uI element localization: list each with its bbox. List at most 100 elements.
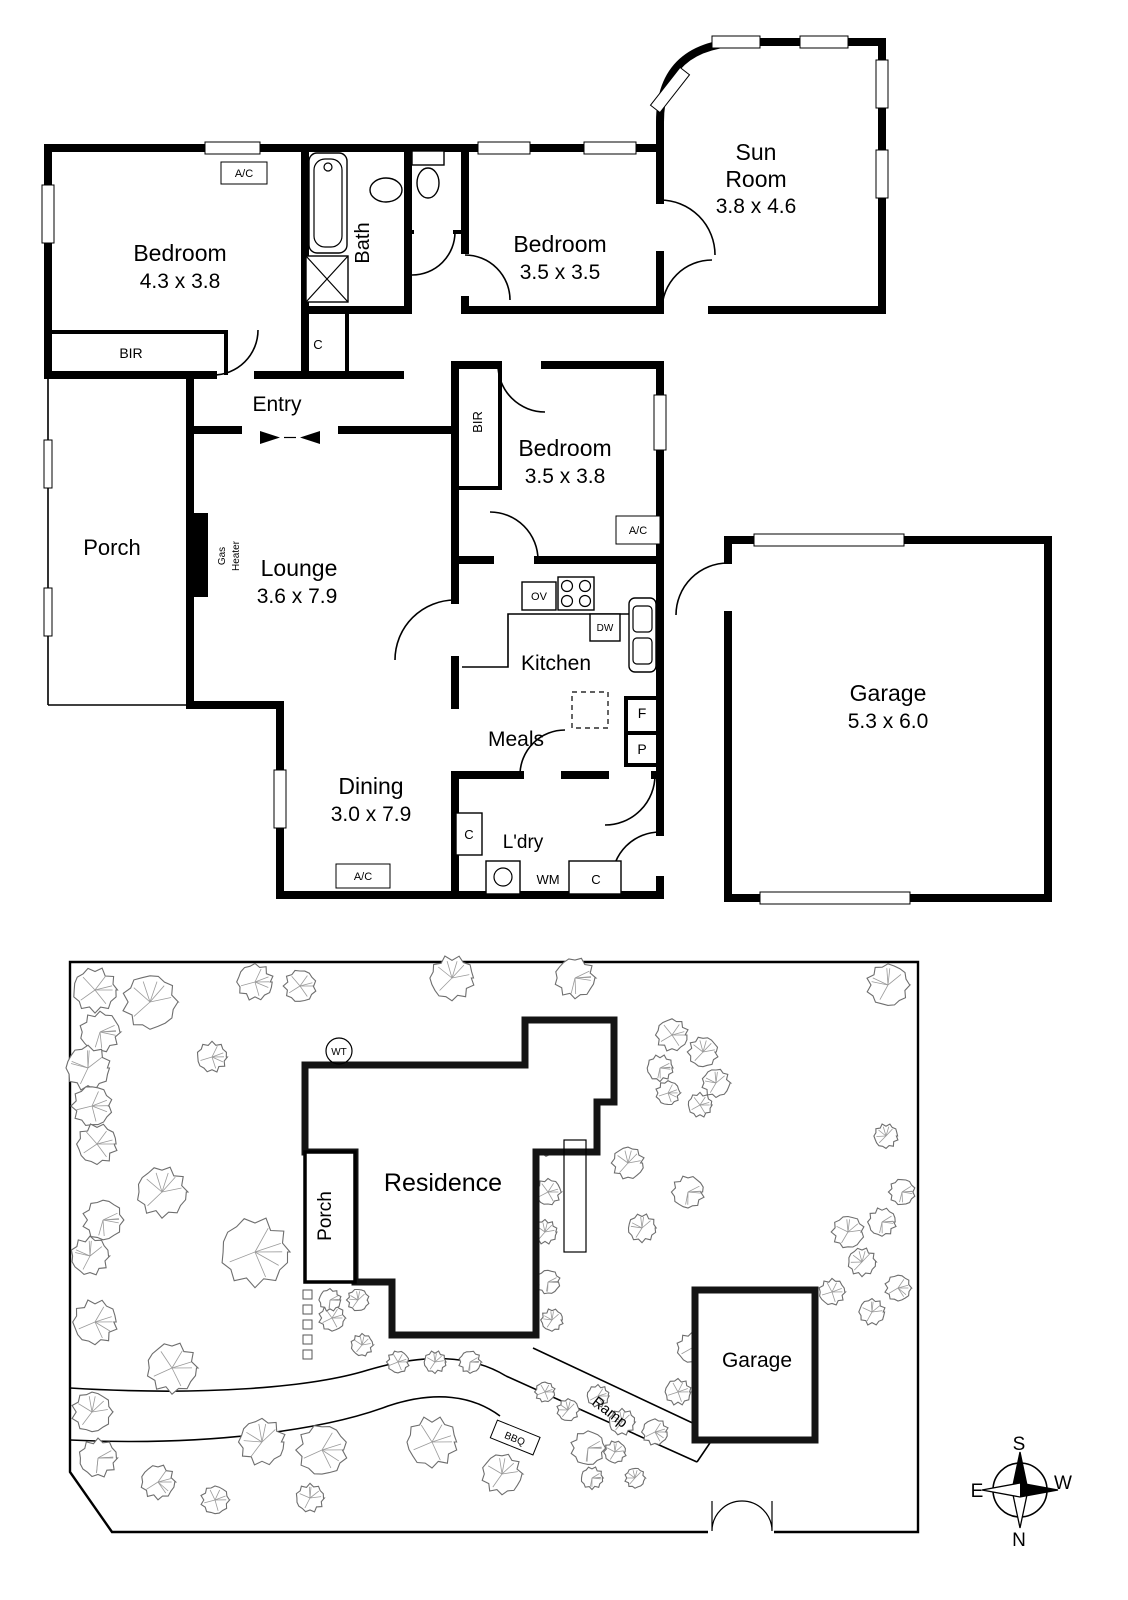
tree-branch xyxy=(501,1458,506,1475)
bir2-label: BIR xyxy=(470,411,485,433)
tree-branch xyxy=(677,1391,682,1402)
garage-site-outline xyxy=(691,1286,819,1444)
tree-branch xyxy=(888,1287,899,1294)
tree-branch xyxy=(80,989,96,1001)
closet-bath-label: C xyxy=(313,337,322,352)
laundry-closet-box xyxy=(455,812,483,856)
tree-branch xyxy=(434,1353,437,1363)
tree-branch xyxy=(254,981,269,988)
tree-branch xyxy=(171,1367,182,1387)
tree-branch xyxy=(309,1486,312,1499)
tree-branch xyxy=(621,1411,625,1423)
tree-branch xyxy=(146,1481,159,1490)
tree-branch xyxy=(544,1229,555,1233)
tree-branch xyxy=(551,1313,559,1321)
stepping-stone xyxy=(302,1304,313,1315)
tree-branch xyxy=(858,1251,863,1263)
tree-branch xyxy=(157,1481,167,1494)
tree-branch xyxy=(629,1477,636,1485)
tree-branch xyxy=(565,1401,569,1411)
tree-branch xyxy=(878,1135,887,1144)
tree-branch xyxy=(157,1470,167,1483)
tree-branch xyxy=(146,1178,163,1193)
tree-branch xyxy=(587,1440,600,1449)
tree-branch xyxy=(211,1056,217,1069)
tree-branch xyxy=(677,1382,684,1393)
tree-branch xyxy=(254,976,269,983)
tree-branch xyxy=(361,1336,365,1346)
tree-branch xyxy=(879,1221,883,1233)
closet-laundry2-label: C xyxy=(591,872,600,887)
tree-branch xyxy=(631,1222,643,1229)
tree-branch xyxy=(704,1080,717,1084)
tree-branch xyxy=(413,1441,433,1451)
tree-icon xyxy=(701,1068,733,1099)
tree-branch xyxy=(350,1295,359,1301)
sunroom-label-1: Sun xyxy=(736,139,777,165)
tree-branch xyxy=(699,1040,704,1053)
tree-branch xyxy=(94,985,113,991)
door-arcs xyxy=(212,199,729,881)
tree-branch xyxy=(261,1429,276,1443)
tree-branch xyxy=(852,1254,863,1263)
tree-branch xyxy=(613,1415,623,1423)
tree-branch xyxy=(87,1050,89,1069)
tree-branch xyxy=(658,1092,669,1097)
stepping-stones xyxy=(302,1289,313,1360)
tree-branch xyxy=(356,1344,363,1353)
entry-arrows-icon xyxy=(260,431,320,444)
pantry-label: P xyxy=(637,741,646,757)
tree-branch xyxy=(451,961,458,979)
tree-branch xyxy=(83,1143,98,1154)
tree-branch xyxy=(329,1295,338,1301)
tree-branch xyxy=(99,1025,115,1033)
tree-branch xyxy=(691,1104,701,1111)
tree-branch xyxy=(702,1043,712,1053)
bedroom1-size: 4.3 x 3.8 xyxy=(140,270,221,293)
tree-branch xyxy=(570,977,576,994)
bath-label: Bath xyxy=(352,222,374,263)
floor-plan-labels: Bedroom 4.3 x 3.8 Bath Bedroom 3.5 x 3.5… xyxy=(83,139,928,887)
tree-branch xyxy=(469,1357,478,1363)
tree-branch xyxy=(547,1188,559,1193)
fridge-label: F xyxy=(638,705,647,721)
tree-branch xyxy=(299,1493,311,1499)
tree-branch xyxy=(133,987,151,1003)
tree-branch xyxy=(627,1150,632,1164)
oven-label: OV xyxy=(531,591,548,603)
tree-branch xyxy=(87,1056,103,1069)
tree-branch xyxy=(88,1396,93,1413)
tree-branch xyxy=(551,1311,554,1321)
tree-branch xyxy=(597,1388,604,1397)
tree-icon xyxy=(294,1425,348,1475)
tree-branch xyxy=(91,1409,108,1413)
tree-branch xyxy=(209,1489,216,1501)
tree-branch xyxy=(657,1067,661,1079)
toilet-icon xyxy=(416,167,440,199)
tree-branch xyxy=(561,1409,569,1417)
tree-branch xyxy=(693,1097,701,1106)
tree-branch xyxy=(361,1338,369,1346)
tree-branch xyxy=(254,981,260,996)
tree-branch xyxy=(861,1251,866,1263)
tree-branch xyxy=(567,1401,571,1411)
tree-branch xyxy=(243,1440,263,1443)
closet-laundry1-label: C xyxy=(464,827,473,842)
tree-branch xyxy=(597,1395,603,1404)
tree-branch xyxy=(431,1435,452,1443)
tree-branch xyxy=(544,1389,553,1393)
sunroom-size: 3.8 x 4.6 xyxy=(716,195,797,218)
tree-branch xyxy=(76,1105,93,1111)
tree-branch xyxy=(715,1075,725,1084)
tree-branch xyxy=(590,1395,599,1401)
tree-branch xyxy=(501,1462,515,1475)
tree-branch xyxy=(597,1393,607,1397)
tree-branch xyxy=(660,1034,673,1042)
dining-size: 3.0 x 7.9 xyxy=(331,803,412,826)
laundry-closet2-box xyxy=(568,860,622,895)
tree-branch xyxy=(671,1031,685,1036)
tree-branch xyxy=(94,1306,105,1323)
tree-branch xyxy=(699,1096,706,1106)
windows xyxy=(41,35,911,905)
tree-branch xyxy=(645,1431,656,1437)
